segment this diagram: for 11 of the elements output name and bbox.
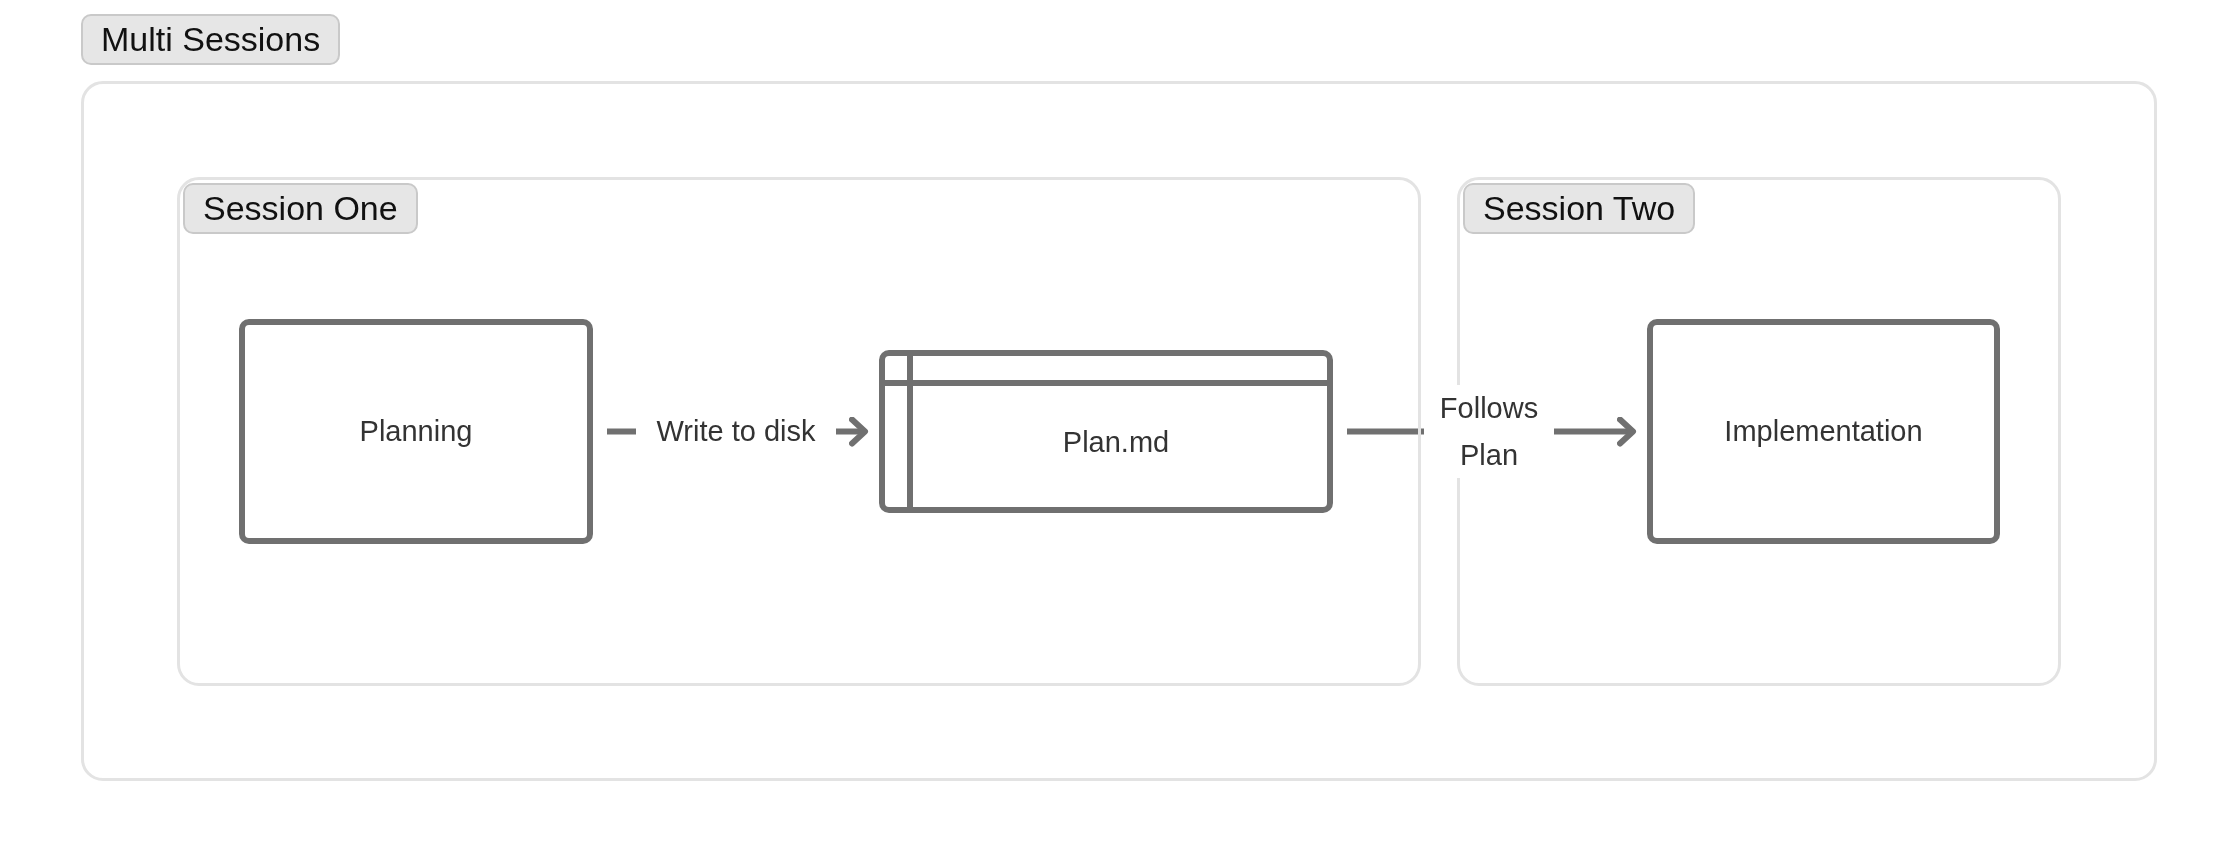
group-title: Session Two [1463, 183, 1696, 234]
document-box [879, 350, 1333, 513]
process-box [239, 319, 593, 544]
edge-label: Follows Plan [1424, 385, 1554, 478]
group-container [177, 177, 1421, 686]
node-label: Plan.md [1062, 426, 1170, 459]
group-title: Multi Sessions [81, 14, 341, 65]
group-title: Session One [183, 183, 418, 234]
process-box [1647, 319, 2000, 544]
node-label: Implementation [1724, 415, 1923, 448]
node-label: Planning [359, 415, 473, 448]
